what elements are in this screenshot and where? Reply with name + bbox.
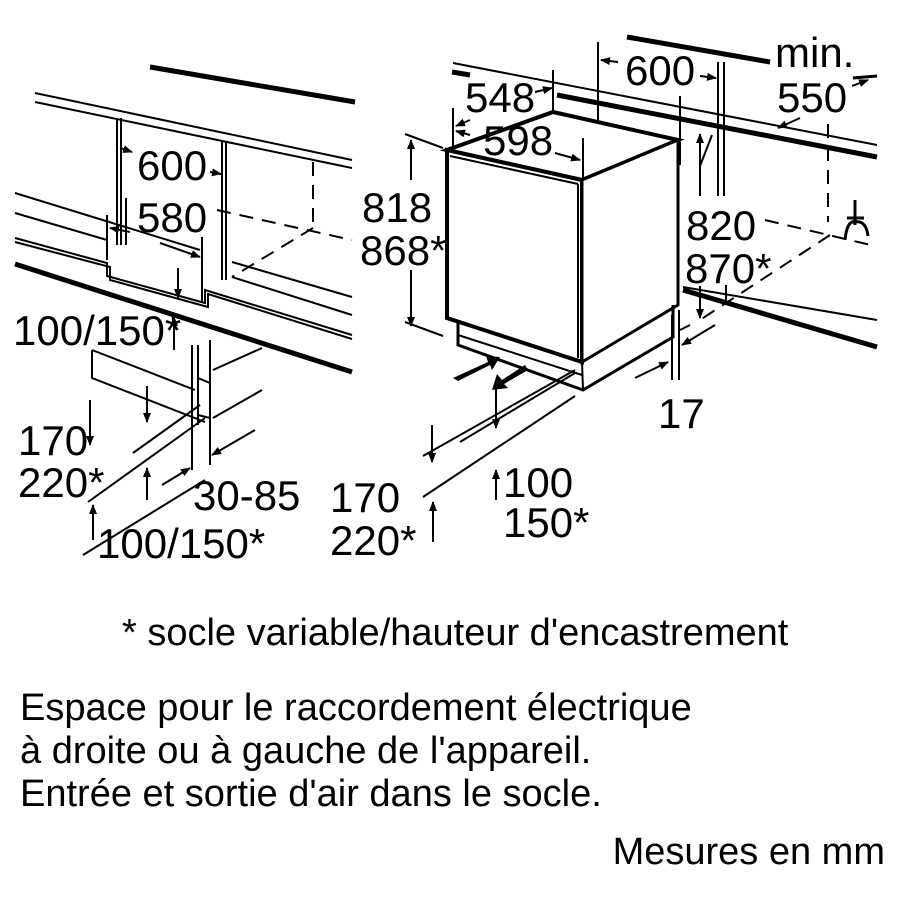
label-width-580: 580 [137,194,207,241]
label-plinth-170: 170 [18,417,88,464]
label-depth-30-85: 30-85 [193,472,300,519]
label-min-550: 550 [777,74,847,121]
units-note: Mesures en mm [613,831,885,873]
side-niche-drawing [14,64,356,556]
label-min: min. [775,29,854,76]
label-plinth-bottom: 100/150* [97,520,265,567]
air-inlet-arrow [453,356,500,381]
label-plinth-150-right: 150* [503,499,589,546]
note-line-3: Entrée et sortie d'air dans le socle. [20,773,602,815]
label-plinth-top: 100/150* [13,307,181,354]
label-niche-820: 820 [686,202,756,249]
air-outlet-arrow [492,365,528,390]
label-niche-870: 870* [685,245,771,292]
appliance-drawing [404,34,878,542]
label-plinth-170-right: 170 [330,474,400,521]
label-height-868: 868* [360,227,446,274]
footnote: * socle variable/hauteur d'encastrement [122,612,789,654]
note-line-2: à droite ou à gauche de l'appareil. [20,730,591,772]
power-socket-icon [843,200,870,241]
label-plinth-220-right: 220* [330,517,416,564]
note-line-1: Espace pour le raccordement électrique [20,687,692,729]
label-plinth-220: 220* [18,459,104,506]
label-offset-17: 17 [658,390,705,437]
label-niche-600: 600 [625,47,695,94]
label-width-600: 600 [137,142,207,189]
label-plinth-100-right: 100 [503,459,573,506]
label-depth-548: 548 [465,74,535,121]
label-height-818: 818 [362,184,432,231]
label-width-598: 598 [483,117,553,164]
